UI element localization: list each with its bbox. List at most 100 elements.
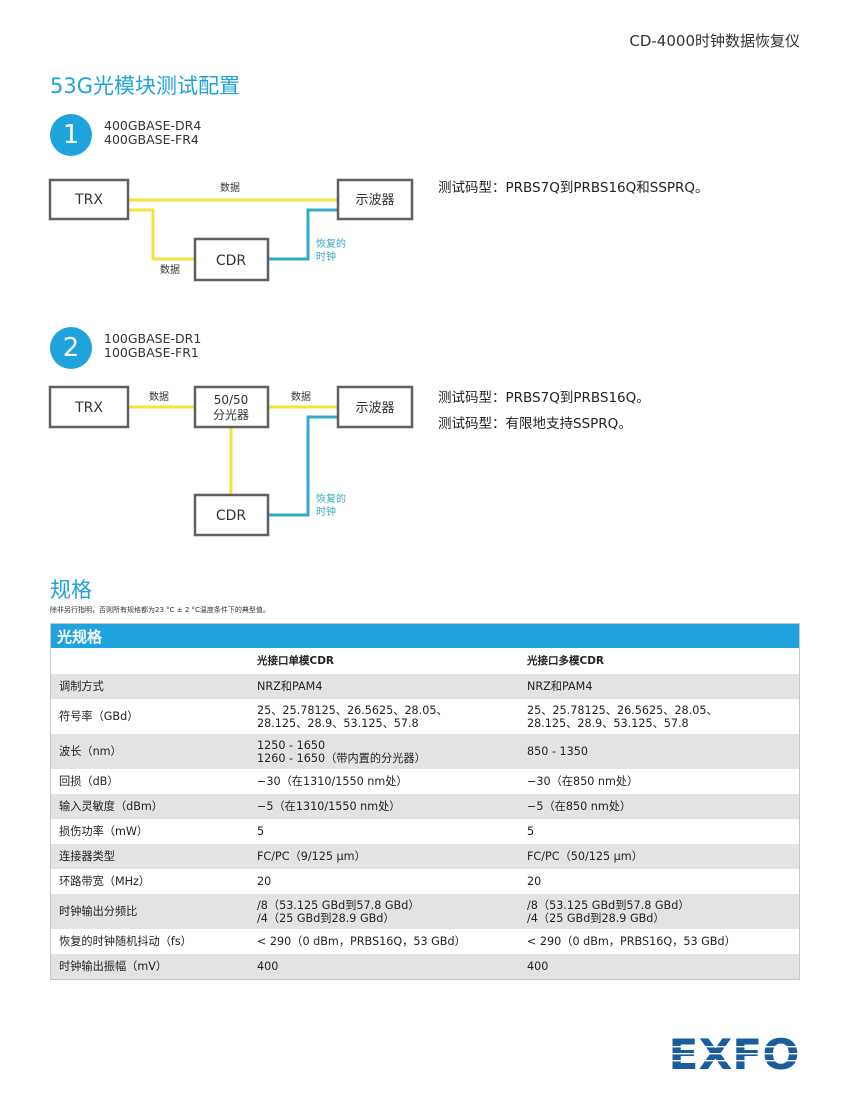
value-line: 850 - 1350: [527, 745, 588, 758]
row-label: 恢复的时钟随机抖动（fs）: [59, 935, 192, 948]
table-row: 输入灵敏度（dBm） −5（在1310/1550 nm处） −5（在850 nm处）: [50, 794, 800, 819]
column-header: 光接口单模CDR: [249, 648, 519, 674]
singlemode-value: /8（53.125 GBd到57.8 GBd）/4（25 GBd到28.9 GB…: [249, 894, 519, 929]
multimode-value: 5: [519, 819, 800, 844]
value-line: −5（在1310/1550 nm处）: [257, 800, 401, 813]
column-header: 光接口多模CDR: [519, 648, 800, 674]
multimode-value: /8（53.125 GBd到57.8 GBd）/4（25 GBd到28.9 GB…: [519, 894, 800, 929]
multimode-value: 25、25.78125、26.5625、28.05、28.125、28.9、53…: [519, 699, 800, 734]
clock-label: 时钟: [316, 505, 336, 518]
value-line: < 290（0 dBm，PRBS16Q，53 GBd）: [257, 935, 466, 948]
row-label: 时钟输出分频比: [50, 894, 249, 929]
config-2-diagram: TRX 50/50 分光器 示波器 CDR 数据 数据 恢复的 时钟: [48, 385, 414, 537]
clock-line: [268, 415, 338, 517]
clock-label: 恢复的: [316, 237, 346, 250]
row-label: 输入灵敏度（dBm）: [50, 794, 249, 819]
value-line: FC/PC（9/125 µm）: [257, 850, 366, 863]
multimode-value: 400: [519, 954, 800, 980]
multimode-value: < 290（0 dBm，PRBS16Q，53 GBd）: [519, 929, 800, 954]
value-line: 1250 - 1650: [257, 738, 326, 752]
table-header-row: 光接口单模CDR 光接口多模CDR: [50, 648, 800, 674]
value-line: 5: [257, 825, 265, 838]
config-number-2: 2: [50, 327, 92, 369]
singlemode-value: 5: [249, 819, 519, 844]
singlemode-value: < 290（0 dBm，PRBS16Q，53 GBd）: [249, 929, 519, 954]
multimode-value: −5（在850 nm处）: [519, 794, 800, 819]
row-label: 回损（dB）: [59, 775, 119, 788]
singlemode-value: −30（在1310/1550 nm处）: [249, 769, 519, 794]
value-line: 400: [527, 960, 549, 973]
singlemode-value: 20: [249, 869, 519, 894]
data-label: 数据: [160, 263, 180, 276]
scope-box: [336, 385, 414, 429]
multimode-value: NRZ和PAM4: [519, 674, 800, 699]
singlemode-value: NRZ和PAM4: [249, 674, 519, 699]
table-row: 回损（dB） −30（在1310/1550 nm处） −30（在850 nm处）: [51, 769, 800, 794]
trx-label: TRX: [74, 400, 103, 416]
trx-box: [48, 178, 130, 221]
clock-label: 时钟: [316, 250, 336, 263]
row-label: 连接器类型: [50, 844, 249, 869]
config-2-pattern: 测试码型：有限地支持SSPRQ。: [438, 416, 632, 432]
value-line: /8（53.125 GBd到57.8 GBd）: [257, 898, 420, 912]
standard-label: 100GBASE-FR1: [104, 345, 199, 360]
value-line: 28.125、28.9、53.125、57.8: [257, 716, 419, 730]
cdr-label: CDR: [216, 508, 247, 524]
config-2-standards: 100GBASE-DR1 100GBASE-FR1: [104, 332, 201, 360]
row-label: 符号率（GBd）: [59, 710, 139, 723]
singlemode-value: FC/PC（9/125 µm）: [249, 844, 519, 869]
clock-line: [268, 208, 338, 261]
table-title: 光规格: [50, 623, 800, 648]
splitter-label: 分光器: [213, 408, 249, 422]
value-line: −30（在850 nm处）: [527, 775, 639, 788]
value-line: /8（53.125 GBd到57.8 GBd）: [527, 898, 690, 912]
config-1-pattern: 测试码型：PRBS7Q到PRBS16Q和SSPRQ。: [438, 180, 709, 196]
value-line: /4（25 GBd到28.9 GBd）: [527, 911, 665, 925]
value-line: /4（25 GBd到28.9 GBd）: [257, 911, 395, 925]
multimode-value: FC/PC（50/125 µm）: [519, 844, 800, 869]
value-line: 20: [257, 875, 272, 888]
row-label: 环路带宽（MHz）: [59, 875, 151, 888]
scope-box: [336, 178, 414, 221]
multimode-value: −30（在850 nm处）: [519, 769, 800, 794]
multimode-value: 20: [519, 869, 800, 894]
row-label: 波长（nm）: [50, 734, 249, 769]
value-line: 25、25.78125、26.5625、28.05、: [527, 703, 718, 717]
trx-box: [48, 385, 130, 429]
table-row: 连接器类型 FC/PC（9/125 µm） FC/PC（50/125 µm）: [50, 844, 800, 869]
value-line: 20: [527, 875, 542, 888]
value-line: −5（在850 nm处）: [527, 800, 632, 813]
singlemode-value: 400: [249, 954, 519, 980]
clock-label: 恢复的: [316, 492, 346, 505]
cdr-box: [193, 237, 270, 282]
value-line: 28.125、28.9、53.125、57.8: [527, 716, 689, 730]
value-line: NRZ和PAM4: [527, 680, 593, 693]
standard-label: 100GBASE-DR1: [104, 331, 202, 346]
value-line: 1260 - 1650（带内置的分光器）: [257, 751, 426, 765]
value-line: 5: [527, 825, 535, 838]
scope-label: 示波器: [355, 193, 394, 208]
value-line: FC/PC（50/125 µm）: [527, 850, 643, 863]
table-row: 损伤功率（mW） 5 5: [51, 819, 800, 844]
singlemode-value: −5（在1310/1550 nm处）: [249, 794, 519, 819]
table-row: 恢复的时钟随机抖动（fs） < 290（0 dBm，PRBS16Q，53 GBd）…: [51, 929, 800, 954]
row-label: 损伤功率（mW）: [59, 825, 149, 838]
value-line: NRZ和PAM4: [257, 680, 323, 693]
data-line: [128, 208, 195, 261]
config-section-title: 53G光模块测试配置: [50, 74, 240, 98]
value-line: 400: [257, 960, 279, 973]
splitter-label: 50/50: [214, 393, 249, 407]
specs-note: 除非另行指明，否则所有规格都为23 °C ± 2 °C温度条件下的典型值。: [50, 606, 270, 614]
exfo-logo: EXFO: [668, 1033, 801, 1073]
value-line: < 290（0 dBm，PRBS16Q，53 GBd）: [527, 935, 736, 948]
cdr-box: [193, 493, 270, 537]
standard-label: 400GBASE-FR4: [104, 132, 199, 147]
config-number-1: 1: [50, 114, 92, 156]
data-label: 数据: [291, 390, 311, 403]
singlemode-value: 25、25.78125、26.5625、28.05、28.125、28.9、53…: [249, 699, 519, 734]
